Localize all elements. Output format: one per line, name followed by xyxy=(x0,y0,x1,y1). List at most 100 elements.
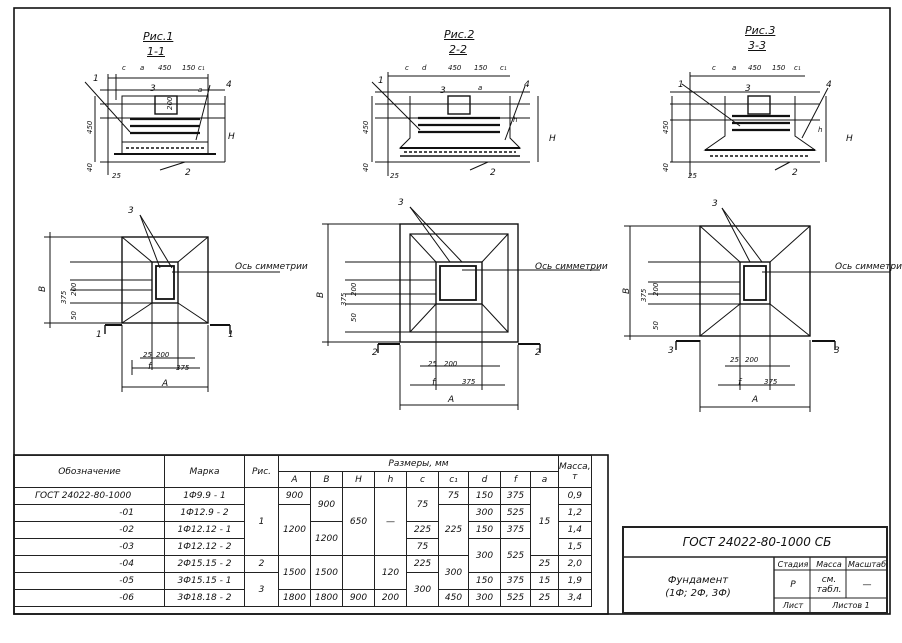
fig2-leader-3: 3 xyxy=(440,86,446,96)
fig3-h25: 25 xyxy=(688,172,697,180)
plan2-cut-left: 2 xyxy=(372,348,378,358)
plan3-f: f xyxy=(738,378,742,388)
plan3-50: 50 xyxy=(652,321,660,330)
fig3-150: 150 xyxy=(772,64,786,72)
plan2-200b: 200 xyxy=(444,360,458,368)
fig1-c1: c₁ xyxy=(198,64,205,72)
fig3-section-label: 3-3 xyxy=(748,39,766,52)
plan2-50: 50 xyxy=(350,313,358,322)
title-sheet: Лист xyxy=(782,601,804,610)
fig1-leader-3: 3 xyxy=(150,84,156,94)
fig1-h450: 450 xyxy=(86,120,94,134)
hdr-mass: Масса, т xyxy=(558,455,592,488)
plan3-axis: Ось симметрии xyxy=(835,262,902,272)
fig2-h450: 450 xyxy=(362,120,370,134)
fig2-a: a xyxy=(478,84,483,92)
fig2-leader-2: 2 xyxy=(490,168,496,178)
plan1-cut-right: 1 xyxy=(228,330,234,340)
plan2-cut-right: 2 xyxy=(535,348,541,358)
plan1-B: B xyxy=(38,285,48,292)
fig2-150: 150 xyxy=(474,64,488,72)
fig3-h40: 40 xyxy=(662,163,670,172)
fig1-leader-1: 1 xyxy=(93,74,99,84)
table-row: -06 3Ф18.18 - 2 1800 1800 900 200 450 30… xyxy=(14,589,592,607)
plan1-375b: 375 xyxy=(176,364,190,372)
fig3-h450: 450 xyxy=(662,120,670,134)
plan2-A: A xyxy=(448,395,455,405)
fig2-c1: c₁ xyxy=(500,64,507,72)
title-code: ГОСТ 24022-80-1000 СБ xyxy=(682,535,832,549)
fig2-450: 450 xyxy=(448,64,462,72)
fig1-leader-4: 4 xyxy=(226,80,232,90)
fig1-h200: 200 xyxy=(166,96,174,110)
fig1-a: a xyxy=(140,64,145,72)
hdr-a: a xyxy=(530,471,559,488)
plan2-375b: 375 xyxy=(462,378,476,386)
fig3-h: h xyxy=(818,126,823,134)
fig1-section-label: 1-1 xyxy=(147,45,165,58)
fig2-H: H xyxy=(549,134,556,144)
plan3-375b: 375 xyxy=(764,378,778,386)
plan3-200: 200 xyxy=(652,282,660,296)
plan-3 xyxy=(624,207,890,412)
cut-markers xyxy=(104,325,836,353)
fig2-d: d xyxy=(422,64,427,72)
hdr-H: H xyxy=(342,471,375,488)
plan-2 xyxy=(322,206,600,410)
hdr-mark: Марка xyxy=(164,455,245,488)
fig1-h25: 25 xyxy=(112,172,121,180)
plan3-200b: 200 xyxy=(745,356,759,364)
fig3-450: 450 xyxy=(748,64,762,72)
hdr-B: B xyxy=(310,471,343,488)
title-sheets: Листов 1 xyxy=(832,601,870,610)
title-name-line1: Фундамент xyxy=(667,575,729,586)
table-row: ГОСТ 24022-80-1000 1Ф9.9 - 1 1 900 900 6… xyxy=(14,487,592,556)
hdr-d: d xyxy=(468,471,501,488)
title-mass: см. табл. xyxy=(816,575,842,595)
title-scale: — xyxy=(862,580,872,590)
fig2-h: h xyxy=(513,116,518,124)
hdr-h: h xyxy=(374,471,407,488)
plan3-25: 25 xyxy=(730,356,739,364)
fig2-leader-1: 1 xyxy=(378,76,384,86)
section-1-1 xyxy=(84,74,226,175)
fig1-c: c xyxy=(122,64,126,72)
hdr-sizes: Размеры, мм xyxy=(278,455,559,472)
plan1-50: 50 xyxy=(70,311,78,320)
fig1-h40: 40 xyxy=(86,163,94,172)
fig2-section-label: 2-2 xyxy=(449,43,467,56)
section-3-3 xyxy=(670,72,829,176)
plan2-axis: Ось симметрии xyxy=(535,262,608,272)
fig3-c1: c₁ xyxy=(794,64,801,72)
section-2-2 xyxy=(371,72,539,176)
plan2-200: 200 xyxy=(350,282,358,296)
hdr-fig: Рис. xyxy=(244,455,279,488)
plan3-375: 375 xyxy=(640,288,648,302)
fig1-leader-2: 2 xyxy=(185,168,191,178)
hdr-A: A xyxy=(278,471,311,488)
table-row: -01 1Ф12.9 - 2 1200 225 300 525 1,2 xyxy=(14,504,592,556)
fig1-H: H xyxy=(228,132,235,142)
title-name-line2: (1Ф; 2Ф, 3Ф) xyxy=(665,588,731,599)
title-stage: Р xyxy=(790,580,796,590)
plan1-axis: Ось симметрии xyxy=(235,262,308,272)
plan1-200b: 200 xyxy=(156,351,170,359)
fig1-450: 450 xyxy=(158,64,172,72)
plan2-B: B xyxy=(316,291,326,298)
plan3-leader-3: 3 xyxy=(712,199,718,209)
title-scale-hdr: Масштаб xyxy=(847,560,887,569)
plan1-f: f xyxy=(148,362,152,372)
plan3-cut-right: 3 xyxy=(834,346,840,356)
fig2-c: c xyxy=(405,64,409,72)
plan1-cut-left: 1 xyxy=(96,330,102,340)
fig1-title: Рис.1 xyxy=(143,30,174,43)
title-mass-hdr: Масса xyxy=(816,560,842,569)
title-block: ГОСТ 24022-80-1000 СБ Фундамент (1Ф; 2Ф,… xyxy=(622,526,888,614)
fig3-c: c xyxy=(712,64,716,72)
fig2-leader-4: 4 xyxy=(524,80,530,90)
plan3-A: A xyxy=(752,395,759,405)
plan1-leader-3: 3 xyxy=(128,206,134,216)
fig3-leader-3: 3 xyxy=(745,84,751,94)
